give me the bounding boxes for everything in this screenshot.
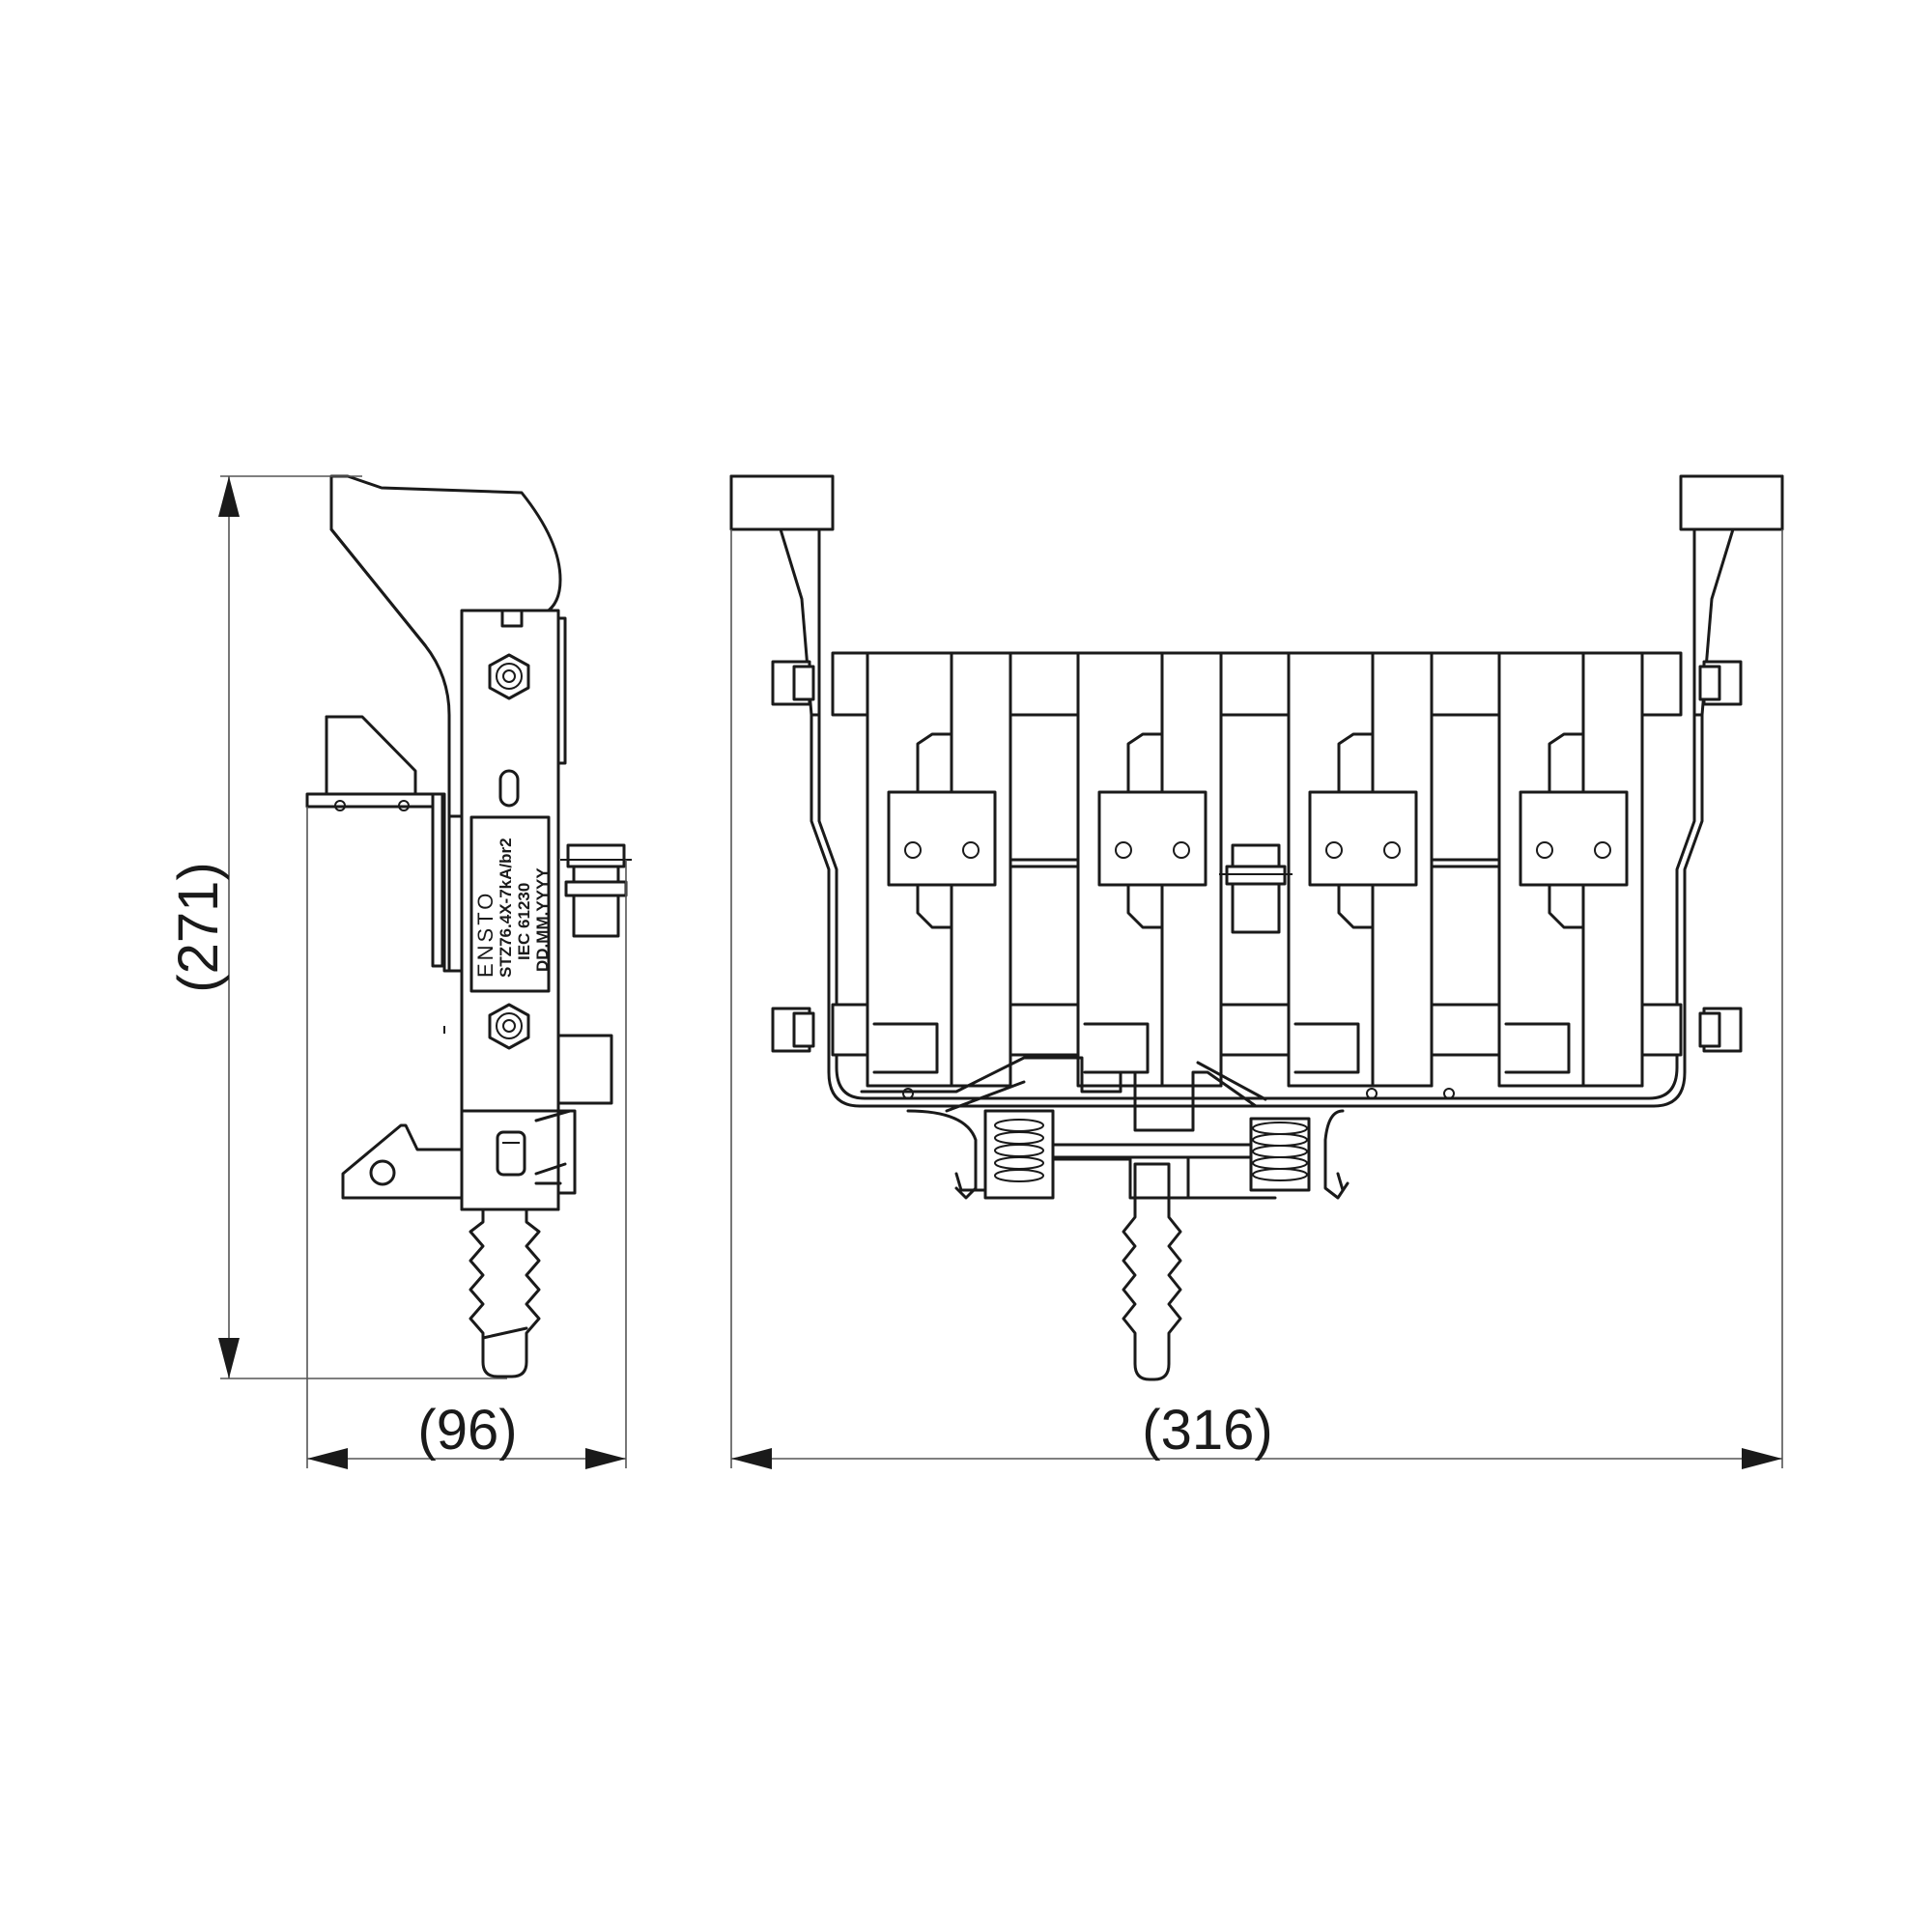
front-nut-top-left bbox=[771, 660, 815, 706]
front-linkage-plate bbox=[860, 1056, 1480, 1132]
front-right-hook bbox=[1679, 474, 1784, 717]
side-screw bbox=[469, 1208, 541, 1378]
nameplate bbox=[469, 815, 551, 993]
height-dimension: (271) bbox=[167, 862, 230, 992]
side-left-bracket bbox=[325, 715, 444, 968]
front-view bbox=[729, 474, 1784, 1381]
side-slot bbox=[498, 769, 520, 808]
side-upper-bolt bbox=[488, 653, 530, 700]
side-lower-bolt bbox=[488, 1003, 530, 1050]
height-arrow-bottom bbox=[218, 1338, 240, 1378]
width-arrow-right bbox=[1742, 1448, 1782, 1469]
contact-module-3 bbox=[1287, 651, 1434, 1088]
height-arrow-top bbox=[218, 476, 240, 517]
side-lower-box bbox=[556, 1034, 613, 1105]
depth-arrow-left bbox=[307, 1448, 348, 1469]
width-arrow-left bbox=[731, 1448, 772, 1469]
front-left-hook bbox=[729, 474, 835, 717]
contact-module-1 bbox=[866, 651, 1012, 1088]
front-nut-bottom-left bbox=[771, 1007, 815, 1053]
side-right-bolt bbox=[560, 843, 632, 938]
nameplate-brand: ENSTO bbox=[473, 891, 497, 978]
front-screw bbox=[1122, 1162, 1182, 1381]
depth-arrow-right bbox=[585, 1448, 626, 1469]
front-spring-bracket bbox=[906, 1109, 978, 1200]
width-dimension: (316) bbox=[1142, 1399, 1272, 1462]
front-left-spring bbox=[994, 1119, 1044, 1182]
front-nut-top-right bbox=[1698, 660, 1743, 706]
nameplate-standard: IEC 61230 bbox=[515, 883, 533, 960]
front-spring-bracket-right bbox=[1323, 1109, 1350, 1200]
nameplate-model: STZ76.4X-7kA/br2 bbox=[497, 838, 515, 978]
contact-module-4 bbox=[1497, 651, 1644, 1088]
contact-module-2 bbox=[1076, 651, 1223, 1088]
front-center-bolt bbox=[1219, 843, 1293, 934]
side-view: ENSTO STZ76.4X-7kA/br2 IEC 61230 DD.MM.Y… bbox=[305, 474, 632, 1378]
side-lower-clamp bbox=[460, 1109, 560, 1211]
side-lower-lug bbox=[341, 1123, 464, 1200]
nameplate-date-code: DD.MM.YYYY bbox=[533, 867, 552, 972]
front-left-spring-housing bbox=[983, 1109, 1055, 1200]
front-right-spring bbox=[1249, 1117, 1311, 1192]
front-nut-bottom-right bbox=[1698, 1007, 1743, 1053]
dimension-lines: (271) (96) (316) bbox=[167, 475, 1783, 1469]
depth-dimension: (96) bbox=[417, 1399, 517, 1462]
